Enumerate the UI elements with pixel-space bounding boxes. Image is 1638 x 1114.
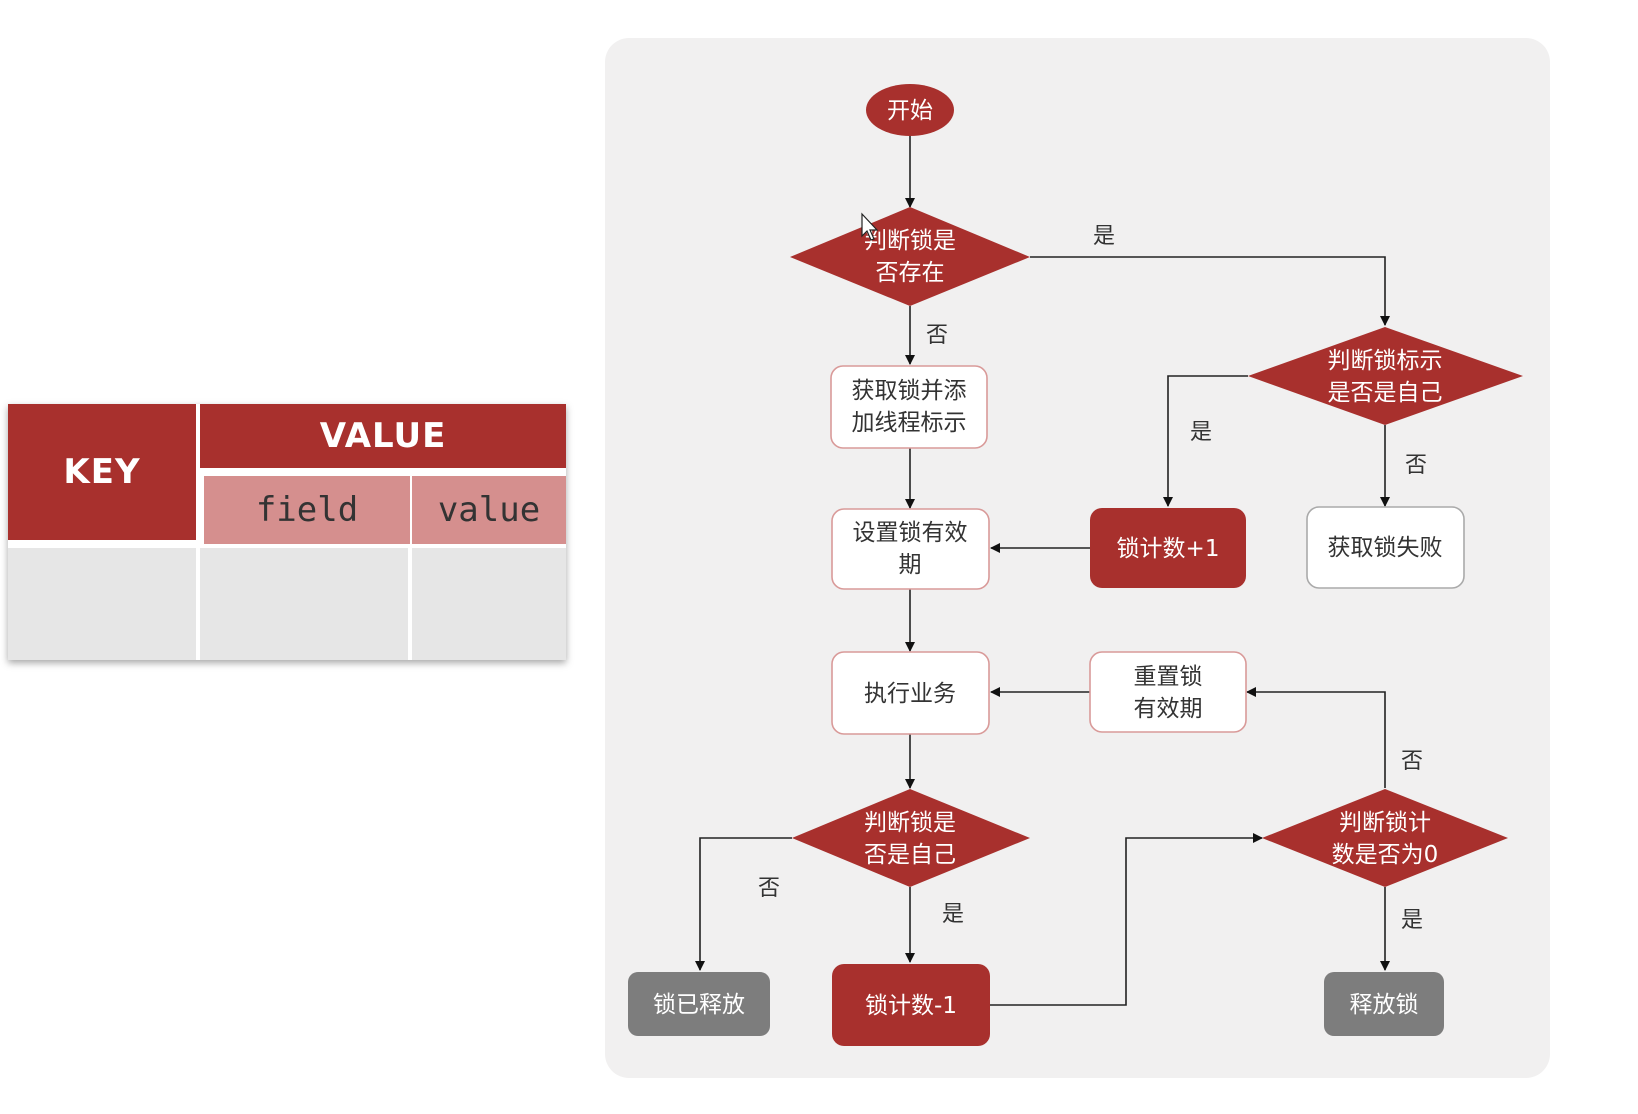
execute-label: 执行业务 [864,681,956,707]
hash-table: KEY VALUE field value [8,404,566,660]
decision-lock-exists [790,207,1030,306]
reset-line2: 有效期 [1134,696,1203,722]
empty-value-cell [412,548,566,660]
label-no-d4: 否 [1401,749,1423,774]
d4-line1: 判断锁计 [1339,810,1431,836]
execute-business-node [831,651,990,735]
edge-d4-reset [1246,687,1386,788]
count-plus-node [1090,508,1246,588]
label-no-d1: 否 [926,323,948,348]
d2-line2: 是否是自己 [1328,380,1443,406]
lock-released-node [628,972,770,1036]
key-header: KEY [8,404,196,540]
set-expire-line2: 期 [899,552,922,578]
fail-label: 获取锁失败 [1328,535,1443,561]
d3-line1: 判断锁是 [864,810,956,836]
label-yes-d3: 是 [942,902,964,927]
d3-line2: 否是自己 [864,842,956,868]
count-minus-node [832,964,990,1046]
edge-d1-d2 [1030,256,1390,326]
release-lock-node [1324,972,1444,1036]
d1-line2: 否存在 [876,260,945,286]
set-expire-line1: 设置锁有效 [853,520,968,546]
decision-count-zero [1262,789,1508,887]
decision-is-self [792,789,1030,887]
empty-field-cell [200,548,408,660]
d1-line1: 判断锁是 [864,228,956,254]
label-yes-d2: 是 [1190,420,1212,445]
count-minus-label: 锁计数-1 [865,993,957,1019]
edge-d2-countplus [1163,375,1248,507]
label-no-d2: 否 [1405,453,1427,478]
reset-line1: 重置锁 [1134,664,1203,690]
d2-line1: 判断锁标示 [1328,348,1443,374]
edge-d3-released [695,837,792,971]
label-yes-d1: 是 [1093,224,1115,249]
released-label: 锁已释放 [653,992,745,1018]
set-expire-node [831,508,990,590]
label-no-d3: 否 [758,876,780,901]
count-plus-label: 锁计数+1 [1117,536,1220,562]
edge-countminus-d4 [990,833,1263,1006]
field-subheader: field [204,476,410,544]
decision-lock-owner [1248,327,1523,425]
start-label: 开始 [887,98,933,124]
acquire-lock-node [830,365,988,449]
mouse-cursor-icon [861,212,879,241]
acquire-fail-node [1306,506,1465,589]
release-label: 释放锁 [1350,992,1419,1018]
value-subheader: value [412,476,566,544]
d4-line2: 数是否为0 [1332,842,1439,868]
start-node [866,84,954,136]
label-yes-d4: 是 [1401,908,1423,933]
acquire-line2: 加线程标示 [852,410,967,436]
acquire-line1: 获取锁并添 [852,378,967,404]
value-header: VALUE [200,404,566,468]
empty-key-cell [8,548,196,660]
reset-expire-node [1089,651,1247,733]
